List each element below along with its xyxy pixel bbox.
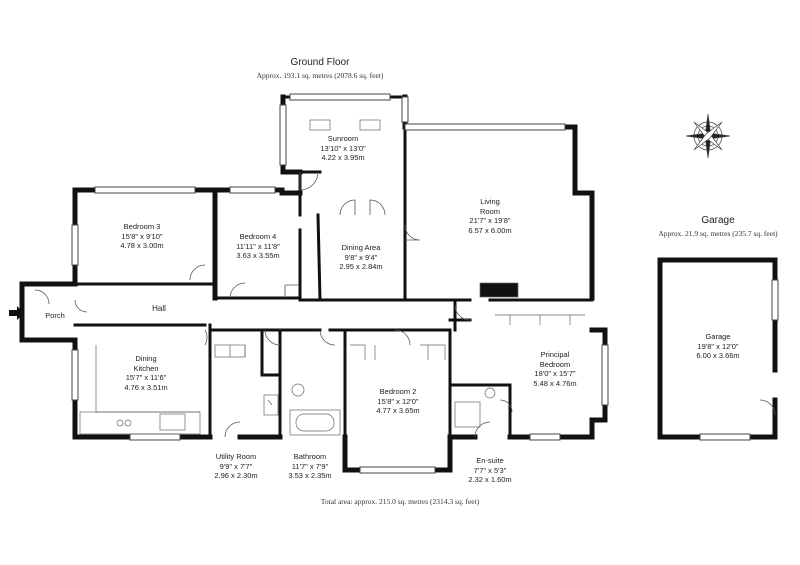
room-metric: 4.22 x 3.95m xyxy=(321,153,365,162)
room-metric: 6.00 x 3.66m xyxy=(696,351,740,360)
room-name: Dining Area xyxy=(341,243,381,252)
interior-walls xyxy=(73,125,594,439)
room-imperial: 18'0" x 15'7" xyxy=(534,369,576,378)
windows xyxy=(71,93,779,474)
room-en-suite: En-suite 7'7" x 5'3" 2.32 x 1.60m xyxy=(468,456,511,485)
room-principal-bedroom: Principal Bedroom 18'0" x 15'7" 5.48 x 4… xyxy=(533,350,576,388)
room-imperial: 11'11" x 11'8" xyxy=(236,241,280,251)
room-metric: 2.95 x 2.84m xyxy=(339,262,383,271)
room-bedroom-2: Bedroom 2 15'8" x 12'0" 4.77 x 3.65m xyxy=(376,387,419,416)
room-utility: Utility Room 9'9" x 7'7" 2.96 x 2.30m xyxy=(214,452,257,481)
entrance-arrow-icon xyxy=(9,306,24,320)
room-bedroom-4: Bedroom 4 11'11" x 11'8" 3.63 x 3.55m xyxy=(236,232,280,261)
room-imperial: 19'8" x 12'0" xyxy=(697,341,739,351)
room-imperial: 15'8" x 12'0" xyxy=(377,396,419,406)
room-metric: 4.77 x 3.65m xyxy=(376,406,420,415)
room-dining-area: Dining Area 9'8" x 9'4" 2.95 x 2.84m xyxy=(339,243,382,272)
room-name: Porch xyxy=(45,311,65,320)
garage-title: Garage xyxy=(701,215,735,226)
room-name: Principal xyxy=(540,350,570,359)
room-name: Room xyxy=(479,206,501,216)
room-metric: 5.48 x 4.76m xyxy=(533,378,577,388)
ground-floor-title: Ground Floor xyxy=(290,57,350,68)
room-hall: Hall xyxy=(152,304,166,314)
room-metric: 2.96 x 2.30m xyxy=(214,471,258,480)
room-dining-kitchen: Dining Kitchen 15'7" x 11'6" 4.76 x 3.51… xyxy=(124,354,167,392)
room-name: Dining xyxy=(135,354,157,363)
room-metric: 4.78 x 3.00m xyxy=(120,241,164,250)
room-metric: 4.76 x 3.51m xyxy=(124,382,168,392)
room-bedroom-3: Bedroom 3 15'8" x 9'10" 4.78 x 3.00m xyxy=(120,222,163,251)
room-porch: Porch xyxy=(45,311,65,321)
room-name: Utility Room xyxy=(215,452,257,461)
doors xyxy=(34,171,776,438)
room-name: Kitchen xyxy=(133,363,159,373)
total-area: Total area: approx. 215.0 sq. metres (23… xyxy=(320,497,480,506)
room-name: Hall xyxy=(152,304,166,313)
room-garage: Garage 19'8" x 12'0" 6.00 x 3.66m xyxy=(696,332,739,361)
room-name: Bedroom 4 xyxy=(239,232,277,241)
room-imperial: 7'7" x 5'3" xyxy=(473,465,507,475)
room-imperial: 11'7" x 7'9" xyxy=(291,461,329,471)
room-name: Garage xyxy=(705,332,731,341)
fixtures xyxy=(79,119,585,436)
room-metric: 3.63 x 3.55m xyxy=(236,251,280,260)
room-sunroom: Sunroom 13'10" x 13'0" 4.22 x 3.95m xyxy=(320,134,365,163)
room-name: Bathroom xyxy=(293,452,327,461)
room-name: Bedroom 2 xyxy=(379,387,417,396)
room-name: En-suite xyxy=(476,456,504,465)
room-imperial: 9'8" x 9'4" xyxy=(344,252,378,262)
room-name: Living xyxy=(480,197,500,206)
room-metric: 6.57 x 6.00m xyxy=(468,225,512,235)
room-imperial: 9'9" x 7'7" xyxy=(219,461,253,471)
room-metric: 2.32 x 1.60m xyxy=(468,475,512,484)
room-name: Bedroom 3 xyxy=(123,222,161,231)
room-metric: 3.53 x 2.35m xyxy=(288,471,332,480)
room-imperial: 15'7" x 11'6" xyxy=(125,373,167,382)
garage-area: Approx. 21.9 sq. metres (235.7 sq. feet) xyxy=(658,229,778,238)
room-bathroom: Bathroom 11'7" x 7'9" 3.53 x 2.35m xyxy=(288,452,331,481)
room-name: Sunroom xyxy=(327,134,359,143)
room-living: Living Room 21'7" x 19'8" 6.57 x 6.00m xyxy=(468,197,511,235)
compass-rose-icon xyxy=(685,113,731,159)
room-imperial: 13'10" x 13'0" xyxy=(320,143,366,153)
room-name: Bedroom xyxy=(539,359,571,369)
room-imperial: 15'8" x 9'10" xyxy=(121,231,163,241)
room-imperial: 21'7" x 19'8" xyxy=(469,216,511,225)
ground-floor-area: Approx. 193.1 sq. metres (2078.6 sq. fee… xyxy=(256,71,384,80)
